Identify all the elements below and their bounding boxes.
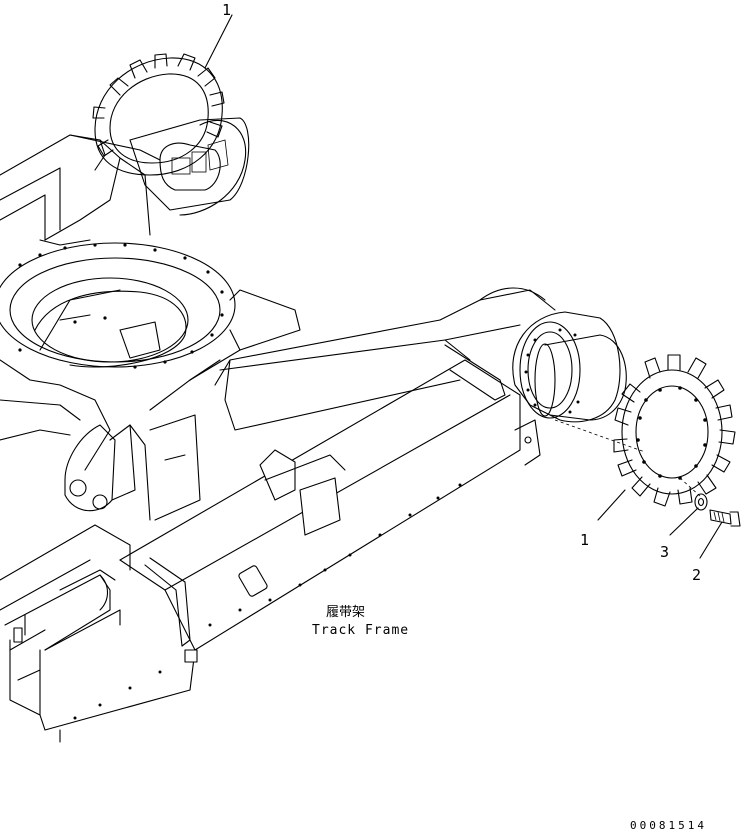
rear-track-frame [0, 134, 161, 246]
drawing-code: 00081514 [630, 819, 707, 832]
track-frame-body [0, 287, 556, 743]
leader-lines [204, 14, 723, 559]
callout-washer: 3 [660, 543, 669, 561]
final-drive-icon [512, 311, 627, 423]
bolt-icon [709, 509, 741, 527]
center-frame [0, 242, 301, 521]
washer-icon [694, 493, 708, 511]
callout-top-sprocket: 1 [222, 1, 231, 19]
sprocket-icon [613, 354, 736, 507]
caption-chinese: 履带架 [326, 605, 365, 620]
callout-sprocket: 1 [580, 531, 589, 549]
top-final-drive [129, 117, 250, 216]
sprocket-icon [92, 53, 225, 176]
caption-english: Track Frame [312, 623, 409, 638]
callout-bolt: 2 [692, 566, 701, 584]
